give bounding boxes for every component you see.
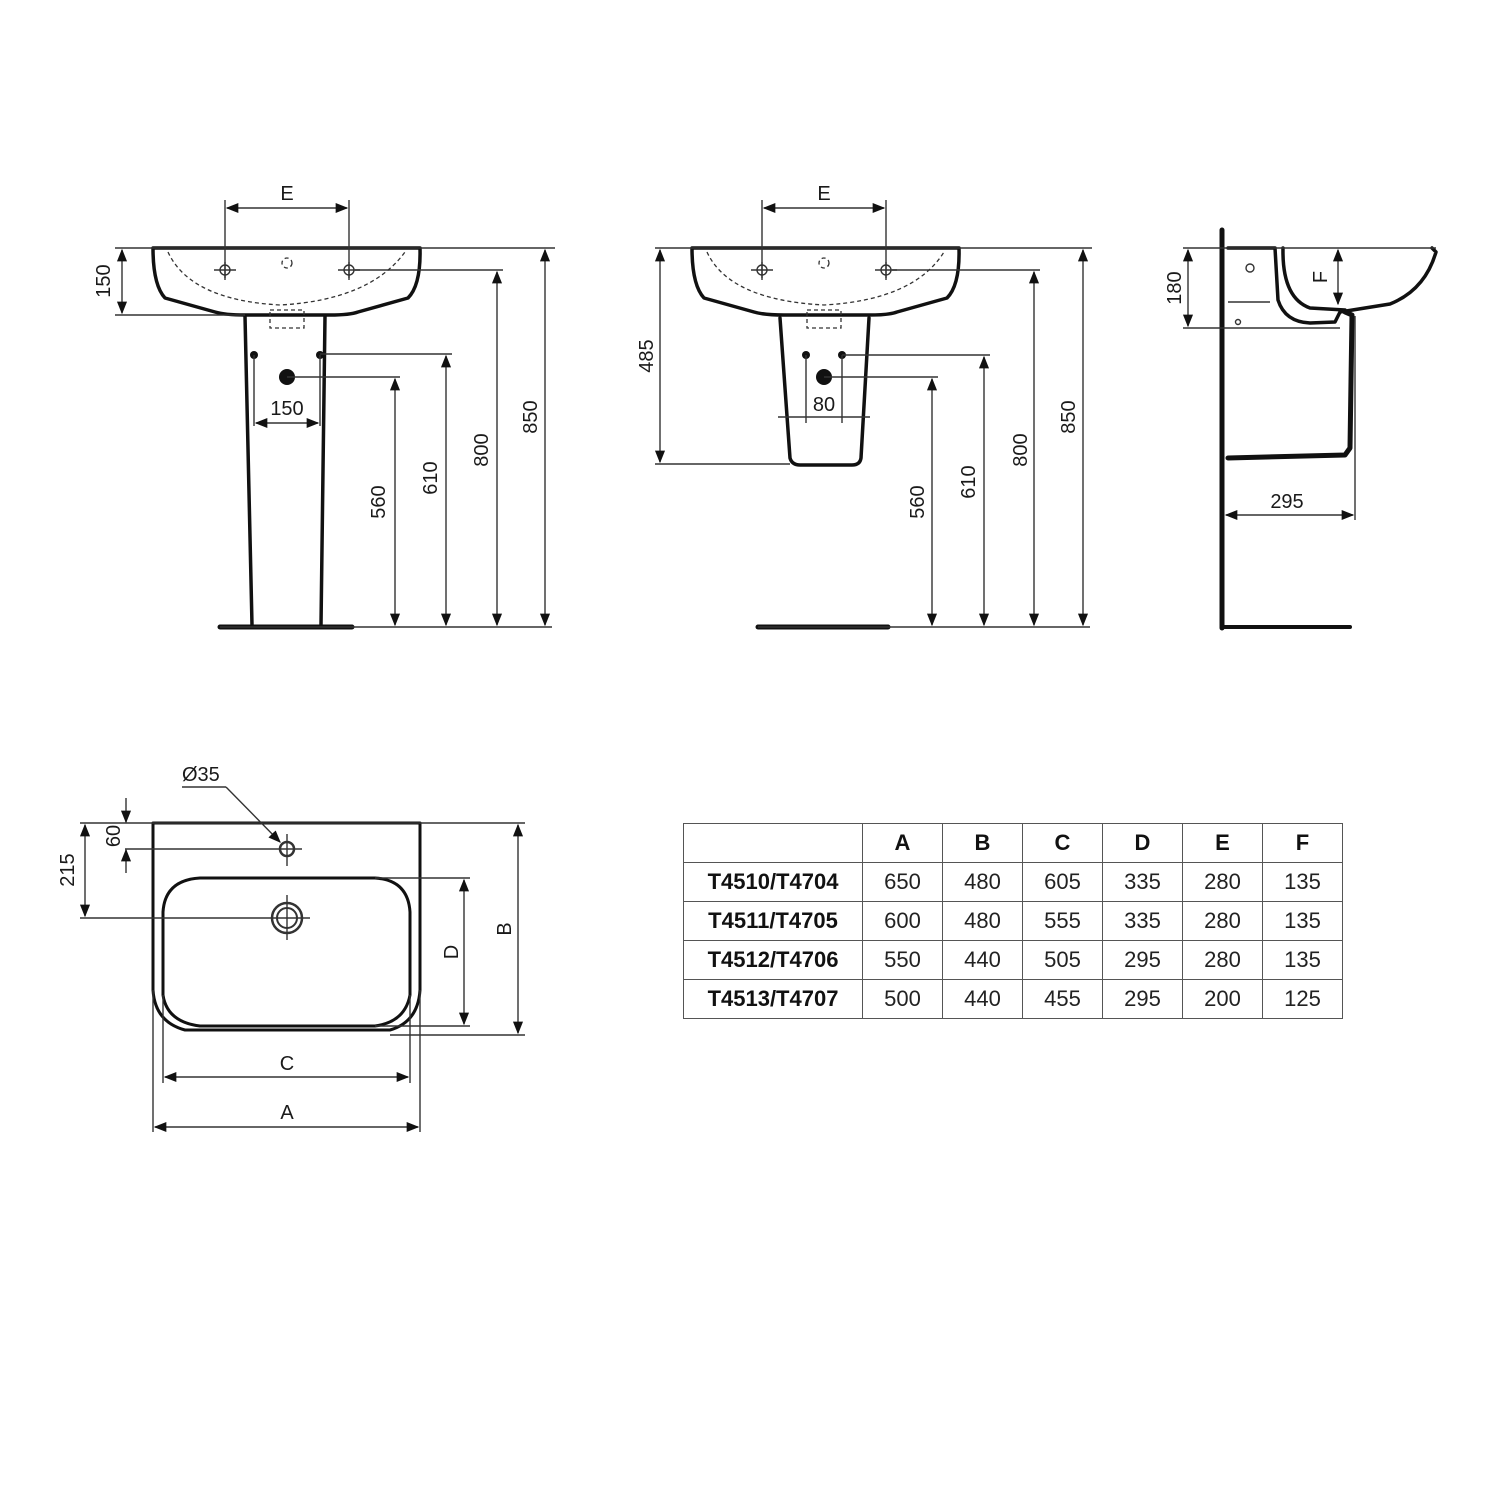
dim-label-e: E — [280, 183, 293, 205]
dim-waste-offset: 215 — [57, 853, 79, 886]
dim-tap-height-semi: 800 — [1010, 433, 1032, 466]
cell-c: 455 — [1022, 979, 1103, 1019]
cell-c: 505 — [1022, 940, 1103, 980]
plan-view: Ø35 60 215 D B C A — [57, 764, 525, 1133]
table-row: T4512/T4706 550 440 505 295 280 135 — [683, 940, 1343, 980]
dim-waste-height-semi: 560 — [907, 485, 929, 518]
dim-label-a: A — [280, 1102, 294, 1124]
cell-f: 135 — [1262, 901, 1343, 941]
table-row: T4510/T4704 650 480 605 335 280 135 — [683, 862, 1343, 902]
dim-tap-hole-offset: 60 — [103, 825, 125, 847]
dim-supply-spacing: 80 — [813, 394, 835, 416]
table-header-e: E — [1182, 823, 1263, 863]
dim-rim-height: 850 — [520, 400, 542, 433]
dim-waste-height: 560 — [368, 485, 390, 518]
cell-d: 335 — [1102, 862, 1183, 902]
table-header-b: B — [942, 823, 1023, 863]
cell-a: 500 — [862, 979, 943, 1019]
dim-shroud-height: 485 — [636, 339, 658, 372]
dim-label-b: B — [494, 922, 516, 935]
table-header-row: A B C D E F — [683, 823, 1343, 863]
table-row: T4511/T4705 600 480 555 335 280 135 — [683, 901, 1343, 941]
cell-f: 135 — [1262, 940, 1343, 980]
cell-a: 600 — [862, 901, 943, 941]
table-header-c: C — [1022, 823, 1103, 863]
semi-pedestal-front-view: E 485 80 560 610 800 850 — [636, 183, 1092, 630]
table-header-d: D — [1102, 823, 1183, 863]
dim-rim-depth: 150 — [93, 264, 115, 297]
dim-trap-spacing: 150 — [270, 398, 303, 420]
dim-back-height: 180 — [1164, 271, 1186, 304]
pedestal-front-view: E 150 150 560 610 800 850 — [93, 183, 555, 630]
cell-d: 335 — [1102, 901, 1183, 941]
cell-c: 555 — [1022, 901, 1103, 941]
model-code: T4513/T4707 — [683, 979, 863, 1019]
dimensions-table: A B C D E F T4510/T4704 650 480 605 335 … — [683, 823, 1343, 1019]
dim-tap-height: 800 — [471, 433, 493, 466]
side-view: 180 F 295 — [1164, 227, 1438, 631]
cell-a: 650 — [862, 862, 943, 902]
cell-e: 200 — [1182, 979, 1263, 1019]
table-header-a: A — [862, 823, 943, 863]
cell-f: 135 — [1262, 862, 1343, 902]
cell-e: 280 — [1182, 940, 1263, 980]
cell-b: 480 — [942, 862, 1023, 902]
table-header-corner — [683, 823, 863, 863]
cell-b: 440 — [942, 979, 1023, 1019]
model-code: T4510/T4704 — [683, 862, 863, 902]
cell-d: 295 — [1102, 940, 1183, 980]
dim-label-e-semi: E — [817, 183, 830, 205]
cell-d: 295 — [1102, 979, 1183, 1019]
model-code: T4512/T4706 — [683, 940, 863, 980]
table-row: T4513/T4707 500 440 455 295 200 125 — [683, 979, 1343, 1019]
dim-pedestal-depth: 295 — [1270, 491, 1303, 513]
dim-label-f: F — [1310, 271, 1332, 283]
dim-supply-height: 610 — [420, 461, 442, 494]
cell-a: 550 — [862, 940, 943, 980]
dim-label-c: C — [280, 1053, 294, 1075]
dim-label-d: D — [441, 945, 463, 959]
dim-rim-height-semi: 850 — [1058, 400, 1080, 433]
table-header-f: F — [1262, 823, 1343, 863]
model-code: T4511/T4705 — [683, 901, 863, 941]
cell-f: 125 — [1262, 979, 1343, 1019]
cell-e: 280 — [1182, 901, 1263, 941]
cell-b: 440 — [942, 940, 1023, 980]
dim-tap-hole-diameter: Ø35 — [182, 764, 220, 786]
cell-e: 280 — [1182, 862, 1263, 902]
dim-supply-height-semi: 610 — [958, 465, 980, 498]
cell-b: 480 — [942, 901, 1023, 941]
cell-c: 605 — [1022, 862, 1103, 902]
